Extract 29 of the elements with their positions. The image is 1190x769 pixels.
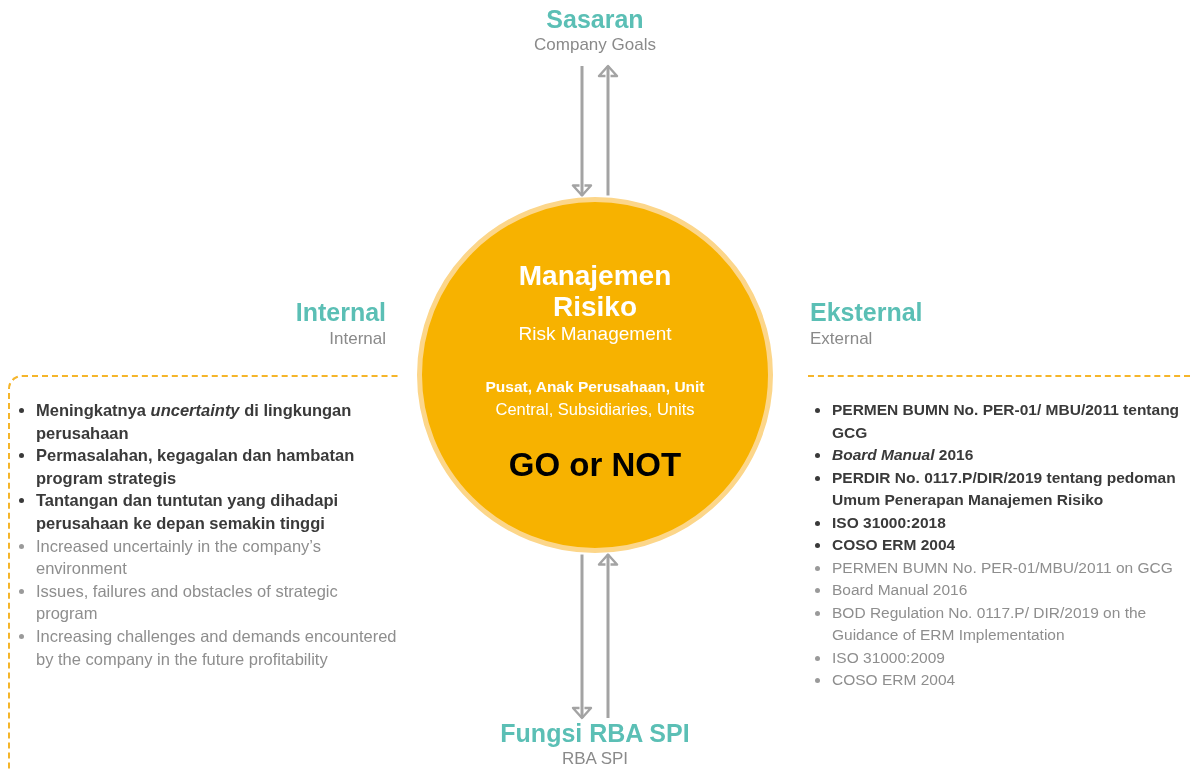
list-item: Increasing challenges and demands encountered by the company in the future profitability: [36, 625, 398, 670]
list-item: PERMEN BUMN No. PER-01/ MBU/2011 tentang GCG: [832, 400, 1181, 443]
list-item: PERMEN BUMN No. PER-01/MBU/2011 on GCG: [832, 557, 1173, 578]
list-item: Meningkatnya uncertainty di lingkungan perusahaan: [36, 400, 353, 444]
list-item: Increased uncertainly in the company’s environment: [36, 535, 322, 580]
circle-title: Manajemen Risiko: [517, 260, 673, 322]
scope-text: Pusat, Anak Perusahaan, Unit: [485, 377, 705, 397]
list-item: BOD Regulation No. 0117.P/ DIR/2019 on the Guidance of ERM Implementation: [832, 602, 1148, 645]
section-subheading: External: [810, 328, 873, 350]
node-subtitle: Company Goals: [534, 34, 656, 56]
decision-text: GO or NOT: [508, 446, 682, 484]
list-item: COSO ERM 2004: [832, 535, 956, 555]
section-heading: Internal: [295, 297, 386, 328]
scope-subtext: Central, Subsidiaries, Units: [495, 399, 695, 420]
node-subtitle: RBA SPI: [561, 748, 629, 769]
section-heading: Eksternal: [810, 297, 923, 328]
node-title: Sasaran: [546, 4, 644, 34]
list-item: PERDIR No. 0117.P/DIR/2019 tentang pedoman Umum Penerapan Manajemen Risiko: [832, 467, 1177, 510]
list-item: Issues, failures and obstacles of strategic program: [36, 580, 339, 625]
list-item: Permasalahan, kegagalan dan hambatan program strategis: [36, 445, 356, 489]
list-item: Board Manual 2016: [832, 445, 974, 465]
node-title: Fungsi RBA SPI: [500, 718, 690, 748]
list-item: Tantangan dan tuntutan yang dihadapi perusahaan ke depan semakin tinggi: [36, 490, 340, 534]
section-subheading: Internal: [329, 328, 386, 350]
list-item: ISO 31000:2018: [832, 512, 946, 533]
list-item: Board Manual 2016: [832, 580, 968, 600]
circle-subtitle: Risk Management: [518, 322, 672, 346]
list-item: ISO 31000:2009: [832, 647, 945, 668]
list-item: COSO ERM 2004: [832, 670, 956, 690]
